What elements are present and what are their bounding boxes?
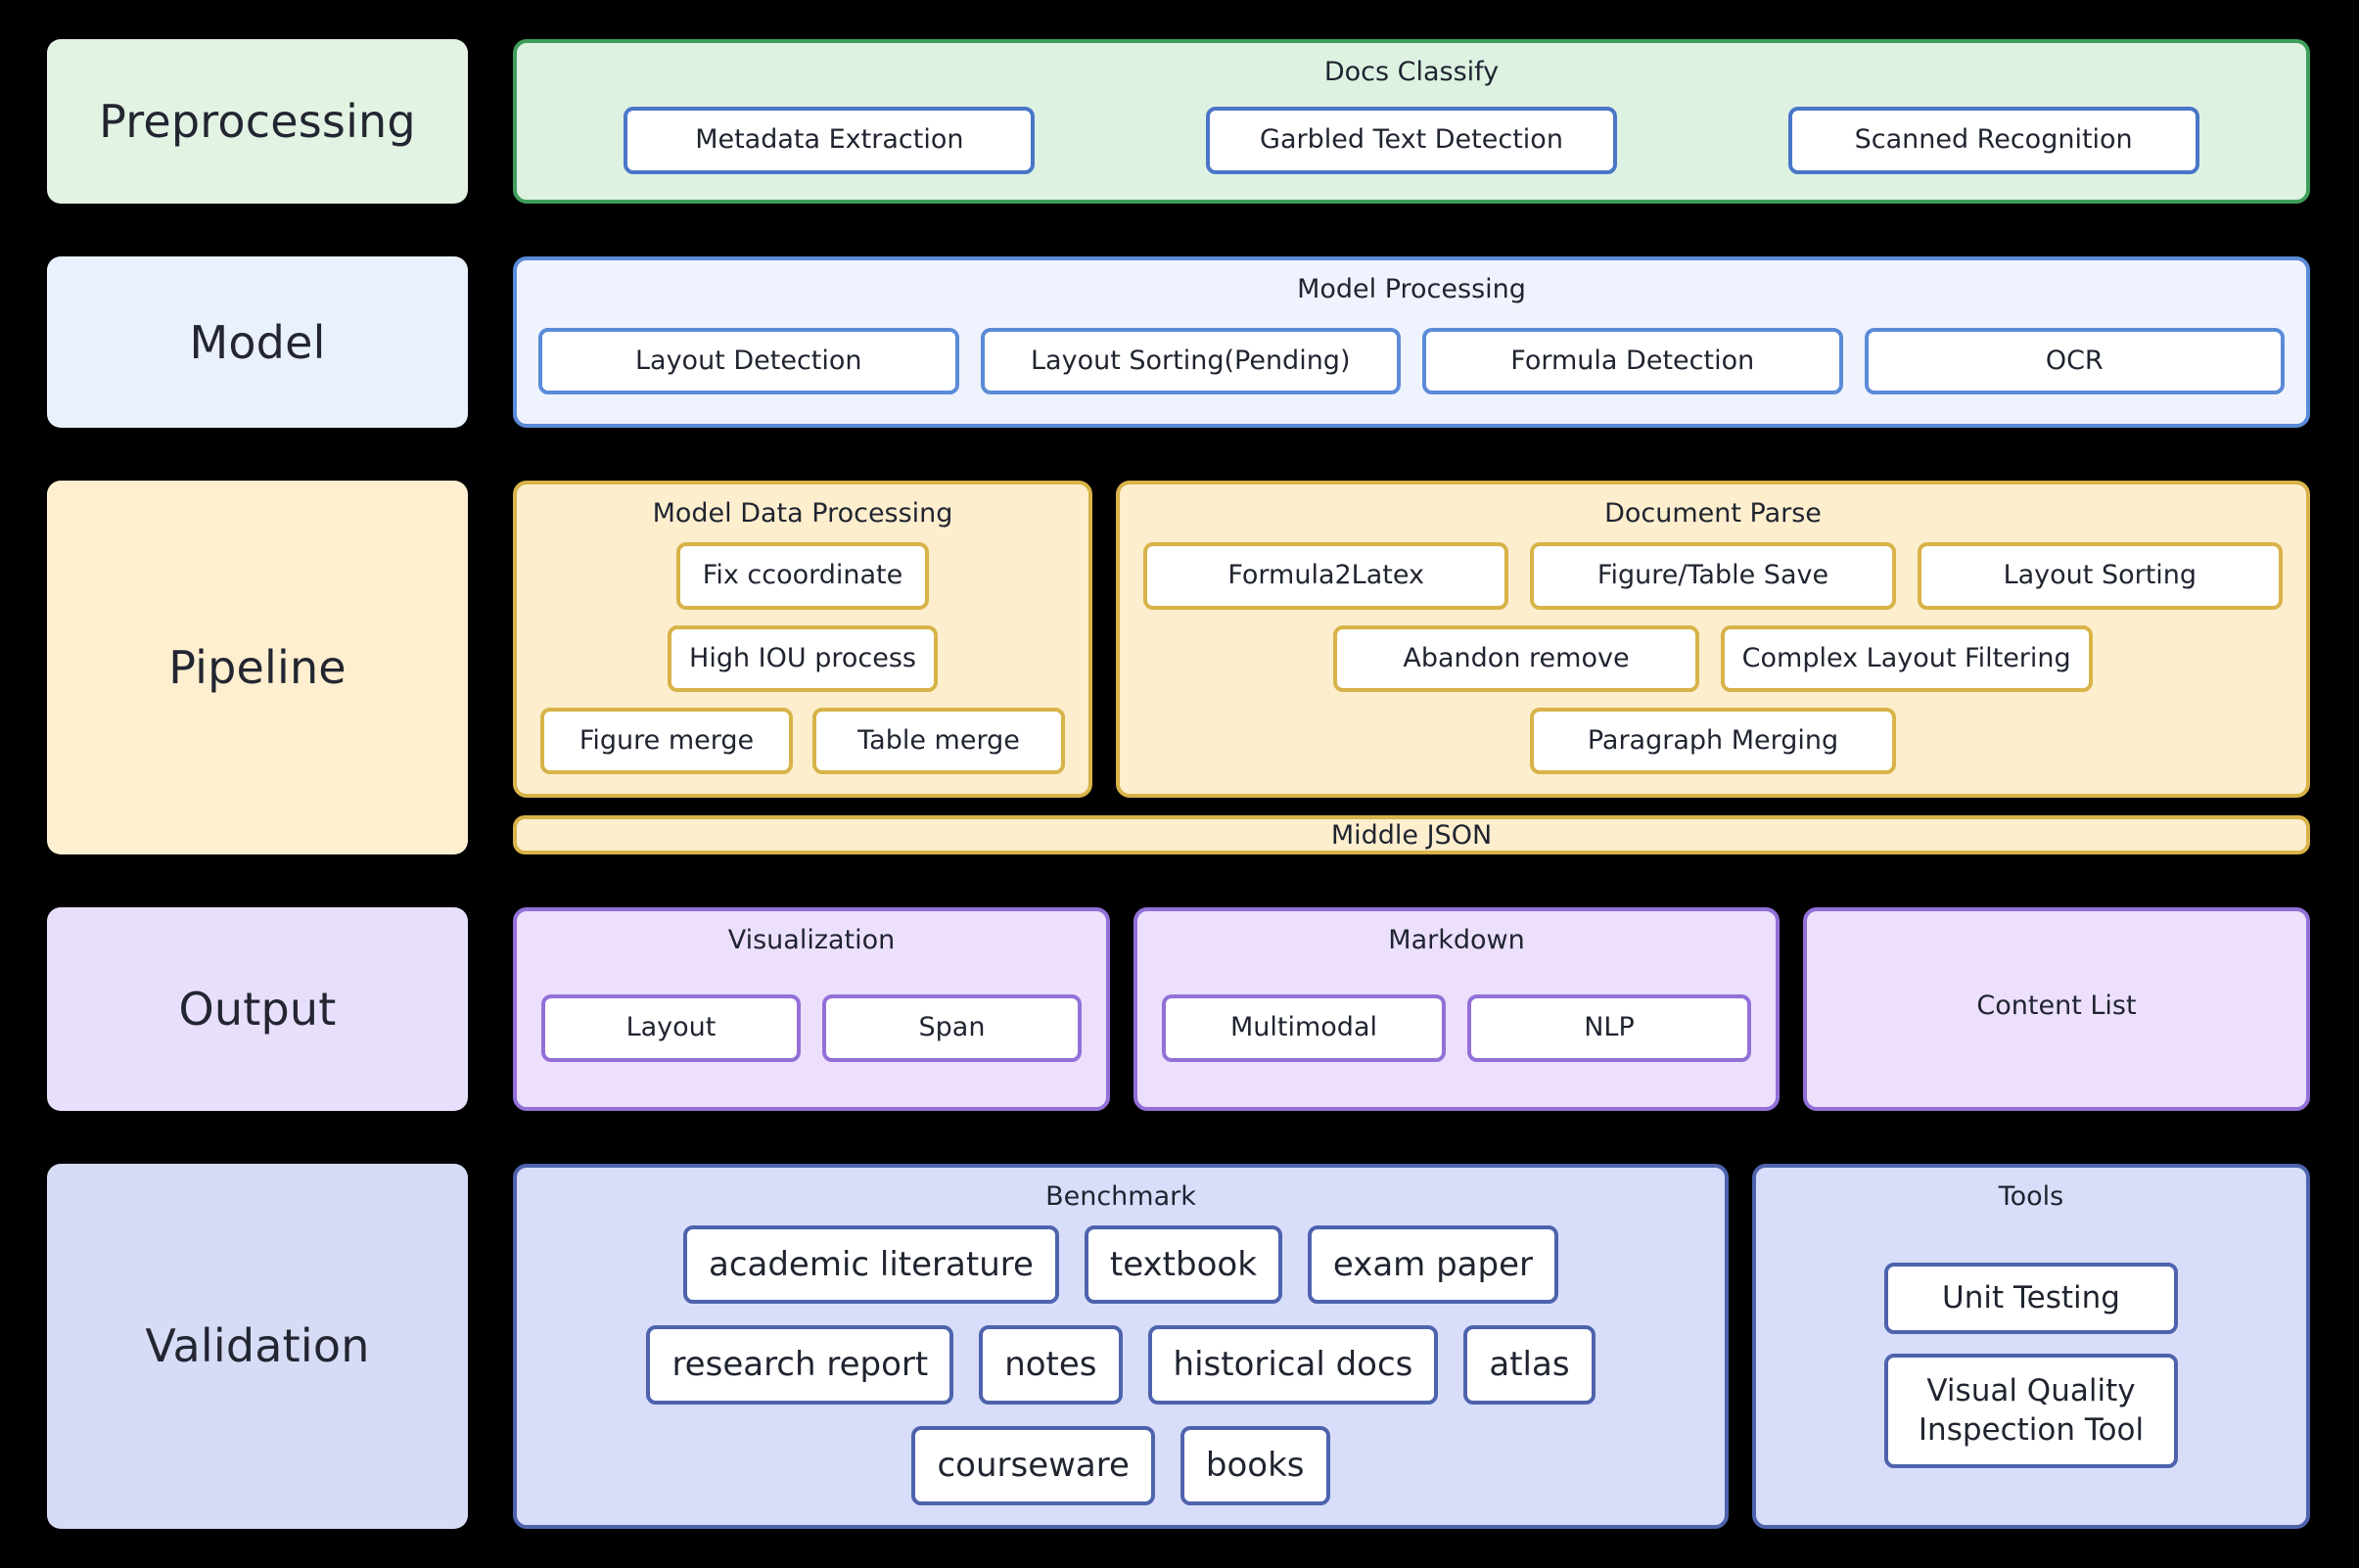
chip-span[interactable]: Span	[822, 994, 1082, 1062]
row-output: Output Visualization Layout Span Markdow…	[47, 907, 2310, 1111]
panel-markdown: Markdown Multimodal NLP	[1133, 907, 1780, 1111]
validation-content: Benchmark academic literature textbook e…	[513, 1163, 2310, 1529]
chip-abandon-remove[interactable]: Abandon remove	[1333, 624, 1699, 693]
panel-body-visualization: Layout Span	[538, 969, 1085, 1086]
chip-visual-quality-inspection-tool[interactable]: Visual Quality Inspection Tool	[1884, 1354, 2178, 1468]
panel-document-parse: Document Parse Formula2Latex Figure/Tabl…	[1116, 481, 2310, 799]
chip-scanned-recognition[interactable]: Scanned Recognition	[1787, 107, 2199, 174]
panel-benchmark: Benchmark academic literature textbook e…	[513, 1163, 1729, 1529]
panel-visualization: Visualization Layout Span	[513, 907, 1110, 1111]
preprocessing-content: Docs Classify Metadata Extraction Garble…	[513, 39, 2310, 205]
chip-notes[interactable]: notes	[979, 1325, 1123, 1406]
panel-title-content-list: Content List	[1976, 991, 2137, 1022]
pipeline-grouprow: Model Data Processing Fix ccoordinate Hi…	[513, 481, 2310, 799]
validation-grouprow: Benchmark academic literature textbook e…	[513, 1163, 2310, 1529]
output-grouprow: Visualization Layout Span Markdown Multi…	[513, 907, 2310, 1111]
stage-label-model: Model	[47, 256, 468, 429]
panel-title-model-processing: Model Processing	[1297, 274, 1526, 305]
chip-garbled-text-detection[interactable]: Garbled Text Detection	[1205, 107, 1617, 174]
panel-title-benchmark: Benchmark	[1045, 1180, 1196, 1212]
row-validation: Validation Benchmark academic literature…	[47, 1163, 2310, 1529]
panel-title-model-data-processing: Model Data Processing	[652, 498, 953, 530]
row-preprocessing: Preprocessing Docs Classify Metadata Ext…	[47, 39, 2310, 205]
chip-nlp[interactable]: NLP	[1467, 994, 1751, 1062]
panel-title-docs-classify: Docs Classify	[1323, 57, 1500, 87]
preprocessing-grouprow: Docs Classify Metadata Extraction Garble…	[513, 39, 2310, 205]
chip-multimodal[interactable]: Multimodal	[1162, 994, 1446, 1062]
output-content: Visualization Layout Span Markdown Multi…	[513, 907, 2310, 1111]
panel-title-markdown: Markdown	[1388, 925, 1525, 956]
chip-books[interactable]: books	[1180, 1426, 1330, 1505]
chip-atlas[interactable]: atlas	[1463, 1325, 1596, 1406]
stage-label-text: Validation	[145, 1319, 370, 1373]
chip-layout[interactable]: Layout	[541, 994, 801, 1062]
chip-layout-sorting-pending[interactable]: Layout Sorting(Pending)	[980, 327, 1401, 395]
chip-formula2latex[interactable]: Formula2Latex	[1143, 542, 1509, 610]
panel-title-tools: Tools	[1998, 1180, 2064, 1212]
panel-body-document-parse: Formula2Latex Figure/Table Save Layout S…	[1141, 542, 2285, 775]
panel-body-benchmark: academic literature textbook exam paper …	[538, 1224, 1703, 1505]
panel-body-docs-classify: Metadata Extraction Garbled Text Detecti…	[538, 101, 2285, 180]
panel-title-visualization: Visualization	[727, 925, 896, 956]
panel-tools: Tools Unit Testing Visual Quality Inspec…	[1752, 1163, 2310, 1529]
panel-body-tools: Unit Testing Visual Quality Inspection T…	[1778, 1225, 2285, 1505]
chip-research-report[interactable]: research report	[646, 1325, 954, 1406]
model-content: Model Processing Layout Detection Layout…	[513, 256, 2310, 429]
stage-label-output: Output	[47, 907, 468, 1111]
model-grouprow: Model Processing Layout Detection Layout…	[513, 256, 2310, 429]
chip-figure-table-save[interactable]: Figure/Table Save	[1530, 542, 1896, 610]
panel-body-markdown: Multimodal NLP	[1159, 969, 1754, 1086]
chip-academic-literature[interactable]: academic literature	[682, 1224, 1059, 1305]
panel-title-document-parse: Document Parse	[1604, 498, 1822, 530]
row-pipeline: Pipeline Model Data Processing Fix ccoor…	[47, 481, 2310, 855]
panel-middle-json: Middle JSON	[513, 815, 2310, 855]
chip-textbook[interactable]: textbook	[1084, 1224, 1282, 1305]
chip-ocr[interactable]: OCR	[1864, 327, 2285, 395]
panel-body-model-data-processing: Fix ccoordinate High IOU process Figure …	[538, 542, 1067, 775]
middle-json-label: Middle JSON	[1330, 819, 1493, 851]
chip-layout-sorting[interactable]: Layout Sorting	[1917, 542, 2283, 610]
chip-exam-paper[interactable]: exam paper	[1307, 1224, 1558, 1305]
panel-body-model-processing: Layout Detection Layout Sorting(Pending)…	[538, 318, 2285, 404]
chip-metadata-extraction[interactable]: Metadata Extraction	[624, 107, 1036, 174]
panel-model-processing: Model Processing Layout Detection Layout…	[513, 256, 2310, 429]
panel-model-data-processing: Model Data Processing Fix ccoordinate Hi…	[513, 481, 1092, 799]
stage-label-preprocessing: Preprocessing	[47, 39, 468, 205]
stage-label-text: Model	[189, 315, 326, 369]
chip-complex-layout-filtering[interactable]: Complex Layout Filtering	[1720, 624, 2093, 693]
stage-label-validation: Validation	[47, 1163, 468, 1529]
panel-docs-classify: Docs Classify Metadata Extraction Garble…	[513, 39, 2310, 205]
row-model: Model Model Processing Layout Detection …	[47, 256, 2310, 429]
chip-figure-merge[interactable]: Figure merge	[540, 708, 793, 775]
chip-table-merge[interactable]: Table merge	[812, 708, 1065, 775]
stage-label-pipeline: Pipeline	[47, 481, 468, 855]
chip-high-iou-process[interactable]: High IOU process	[668, 624, 938, 693]
chip-unit-testing[interactable]: Unit Testing	[1884, 1262, 2178, 1335]
chip-fix-ccoordinate[interactable]: Fix ccoordinate	[676, 542, 929, 610]
chip-layout-detection[interactable]: Layout Detection	[538, 327, 959, 395]
chip-formula-detection[interactable]: Formula Detection	[1422, 327, 1843, 395]
pipeline-content: Model Data Processing Fix ccoordinate Hi…	[513, 481, 2310, 855]
chip-historical-docs[interactable]: historical docs	[1147, 1325, 1439, 1406]
chip-courseware[interactable]: courseware	[911, 1426, 1155, 1505]
chip-paragraph-merging[interactable]: Paragraph Merging	[1530, 708, 1896, 775]
stage-label-text: Preprocessing	[99, 95, 416, 149]
stage-label-text: Output	[178, 982, 337, 1036]
stage-label-text: Pipeline	[168, 641, 347, 695]
panel-content-list: Content List	[1803, 907, 2310, 1111]
